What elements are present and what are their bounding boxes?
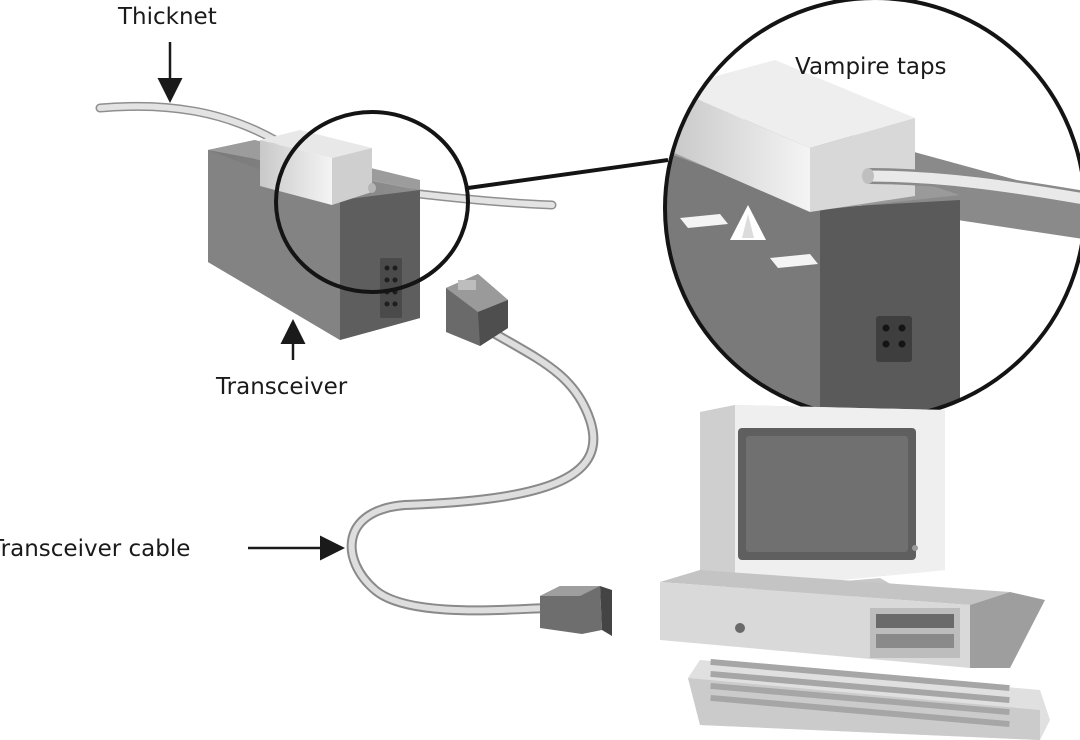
system-unit <box>660 570 1045 668</box>
keyboard <box>688 658 1050 740</box>
cable-connector-bottom <box>540 586 612 636</box>
vampire-tap-zoom-view <box>663 0 1080 420</box>
computer-icon <box>660 405 1050 740</box>
label-thicknet: Thicknet <box>117 4 217 30</box>
magnifier-callout <box>274 110 669 294</box>
label-vampire-taps: Vampire taps <box>795 54 947 80</box>
label-transceiver-cable: Transceiver cable <box>0 536 190 562</box>
cable-connector-top <box>446 274 508 346</box>
transceiver-box <box>208 140 420 340</box>
label-transceiver: Transceiver <box>215 374 348 400</box>
transceiver-cable <box>346 327 599 616</box>
